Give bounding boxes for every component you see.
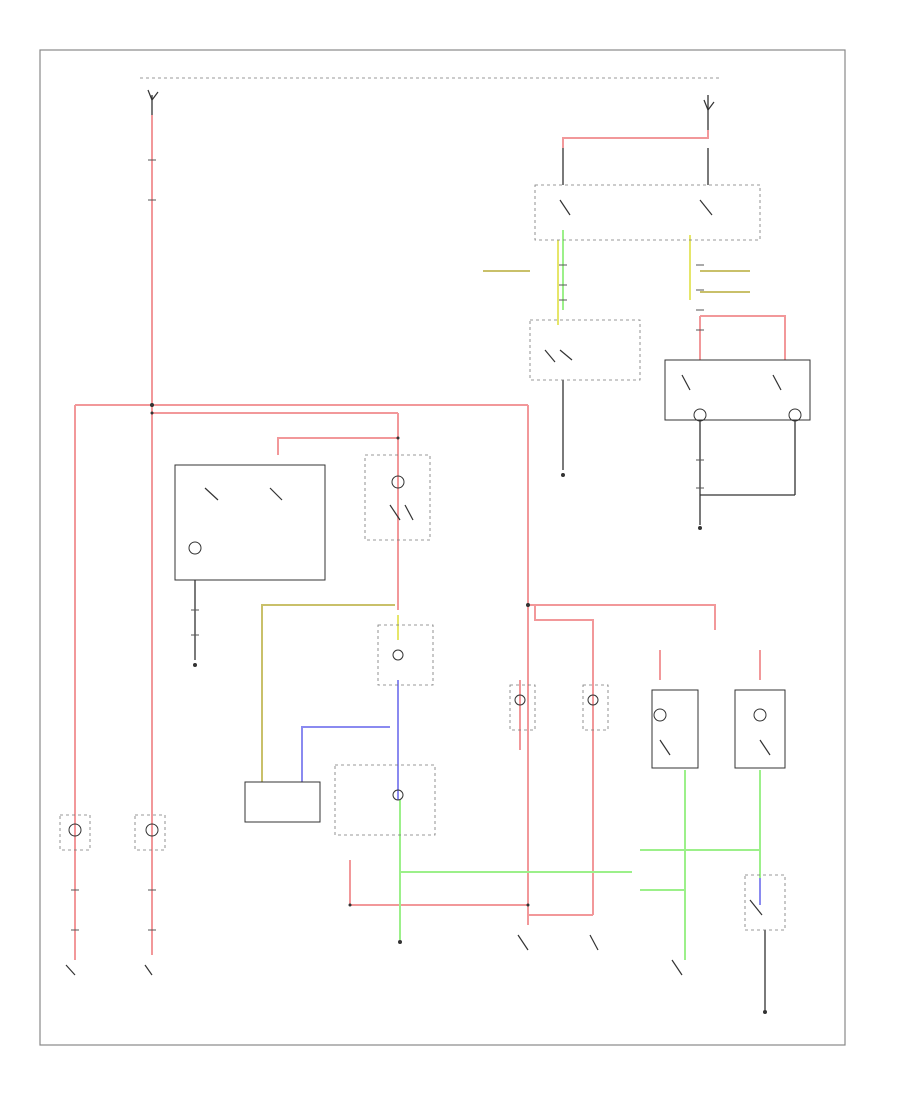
lamp-box-middle-2	[582, 684, 609, 731]
control-module	[244, 781, 321, 823]
ground-symbols	[150, 403, 767, 1014]
black-wires	[151, 95, 796, 1010]
component-box-middle	[377, 624, 434, 686]
red-wires	[74, 115, 786, 960]
blue-wires	[301, 680, 761, 905]
diagram-frame	[39, 49, 846, 1046]
lamp-box-bottom-2	[734, 689, 786, 769]
lamp-box-left-1	[59, 814, 91, 851]
lamp-box-right	[664, 359, 811, 421]
lamp-box-left-2	[134, 814, 166, 851]
lamp-box-bottom-1	[651, 689, 699, 769]
switch-box-upper-center	[364, 454, 431, 541]
switch-box-bottom-right	[744, 874, 786, 931]
component-box-lower	[334, 764, 436, 836]
yellow-wires	[397, 235, 691, 640]
module-box-left	[174, 464, 326, 581]
connector-ticks	[71, 159, 704, 931]
switch-box-center	[529, 319, 641, 381]
relay-box-top	[534, 184, 761, 241]
lamp-symbols	[68, 408, 802, 837]
olive-wires	[261, 270, 750, 782]
switch-symbols	[65, 89, 782, 976]
lamp-box-middle-1	[509, 684, 536, 731]
green-wires	[399, 230, 761, 960]
